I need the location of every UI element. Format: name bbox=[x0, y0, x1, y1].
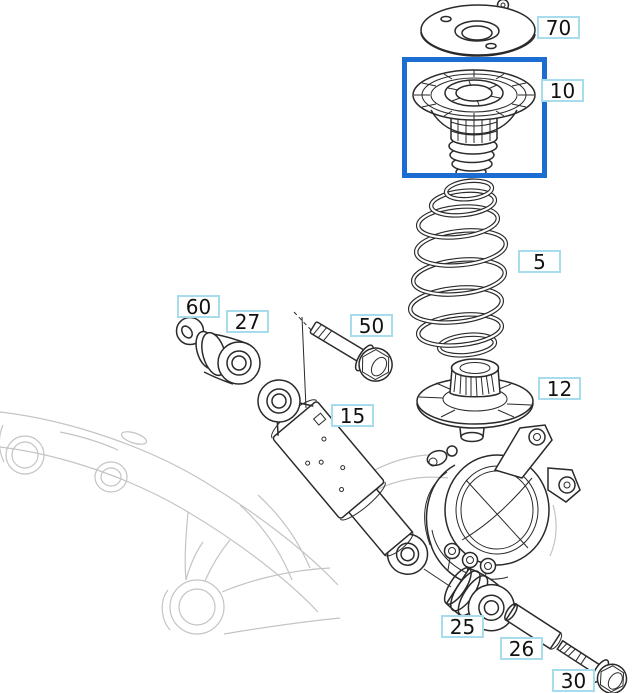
part-label-30[interactable]: 30 bbox=[552, 669, 595, 692]
part-label-25[interactable]: 25 bbox=[441, 615, 484, 638]
part-5-coil-spring[interactable] bbox=[407, 178, 509, 358]
part-26-pin[interactable] bbox=[502, 602, 564, 651]
cup-vanes bbox=[447, 80, 501, 106]
part-70-upper-seat[interactable] bbox=[420, 4, 536, 57]
seat-radial-lines bbox=[418, 382, 532, 418]
part-label-70[interactable]: 70 bbox=[537, 16, 580, 39]
part-label-10[interactable]: 10 bbox=[541, 79, 584, 102]
part-10-strut-mount[interactable] bbox=[412, 69, 536, 179]
part-label-50[interactable]: 50 bbox=[350, 314, 393, 337]
spring-coils bbox=[407, 178, 509, 358]
part-label-26[interactable]: 26 bbox=[500, 637, 543, 660]
seat-ribs bbox=[453, 371, 495, 397]
part-label-5[interactable]: 5 bbox=[518, 250, 561, 273]
knuckle-hub-carrier bbox=[424, 424, 581, 587]
leader-lines-50 bbox=[293, 311, 313, 409]
selected-part-highlight bbox=[402, 57, 547, 178]
part-label-27[interactable]: 27 bbox=[226, 310, 269, 333]
part-label-12[interactable]: 12 bbox=[538, 377, 581, 400]
part-30-bolt[interactable] bbox=[552, 633, 632, 693]
part-label-60[interactable]: 60 bbox=[177, 295, 220, 318]
leader-line-25 bbox=[423, 568, 452, 588]
part-15-shock-absorber[interactable] bbox=[243, 366, 442, 588]
part-12-spring-seat[interactable] bbox=[416, 358, 534, 443]
dome-lattice bbox=[414, 70, 534, 120]
part-50-bolt[interactable] bbox=[305, 313, 399, 387]
part-27-bushing[interactable] bbox=[192, 329, 261, 385]
part-label-15[interactable]: 15 bbox=[331, 404, 374, 427]
